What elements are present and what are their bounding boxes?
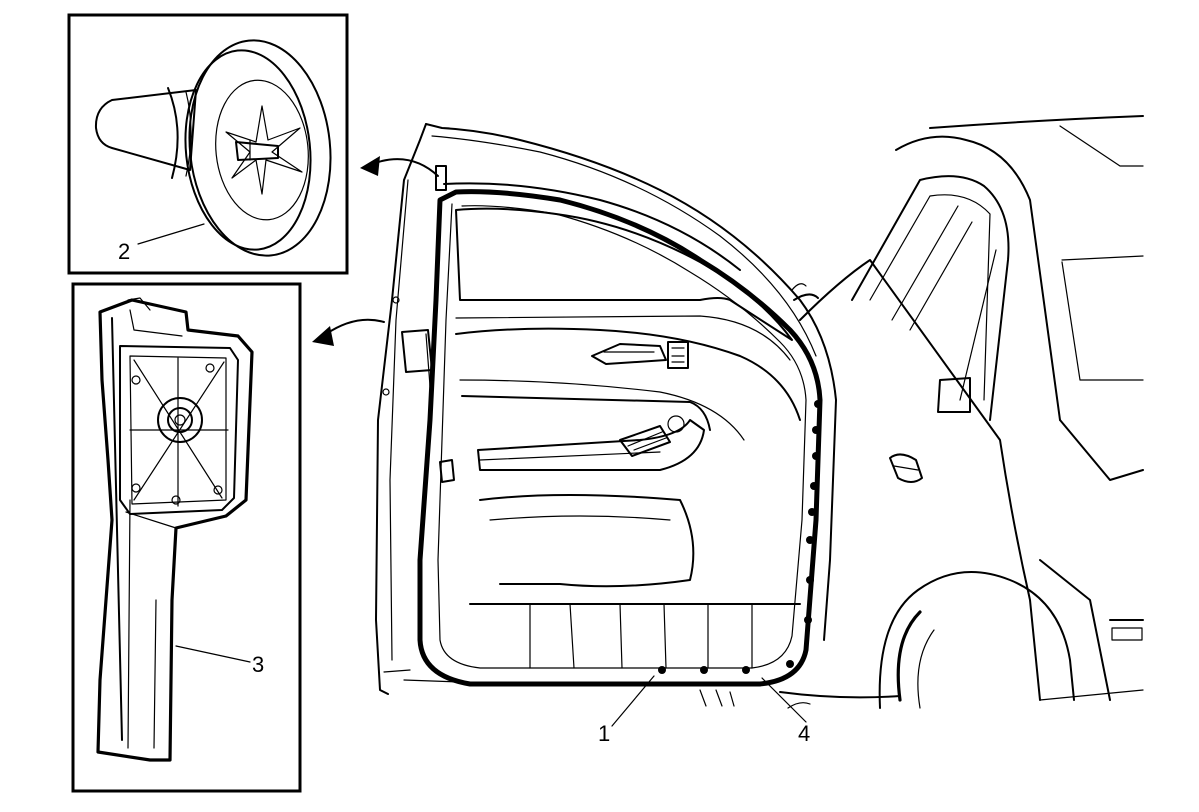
trim-bracket-icon <box>96 297 254 762</box>
bracket-inset: 3 <box>71 282 302 793</box>
door-weatherstrip <box>417 189 823 687</box>
retainer-inset-frame <box>67 13 349 275</box>
callout-2: 2 <box>118 239 130 264</box>
leader-4 <box>761 677 807 723</box>
callout-3: 3 <box>252 652 264 677</box>
removal-arrow-icon <box>312 318 385 346</box>
callout-4: 4 <box>798 721 810 746</box>
leader-1 <box>611 675 655 727</box>
retainer-inset: 2 <box>67 13 349 275</box>
front-door <box>375 123 837 709</box>
leader-2 <box>137 223 205 245</box>
callout-1: 1 <box>598 721 610 746</box>
bracket-inset-frame <box>71 282 302 793</box>
leader-3 <box>175 645 251 663</box>
vehicle-body <box>779 115 1144 709</box>
pin-type-retainer-icon <box>94 39 332 257</box>
seal-clips <box>658 400 822 674</box>
removal-arrow-icon <box>360 156 439 177</box>
